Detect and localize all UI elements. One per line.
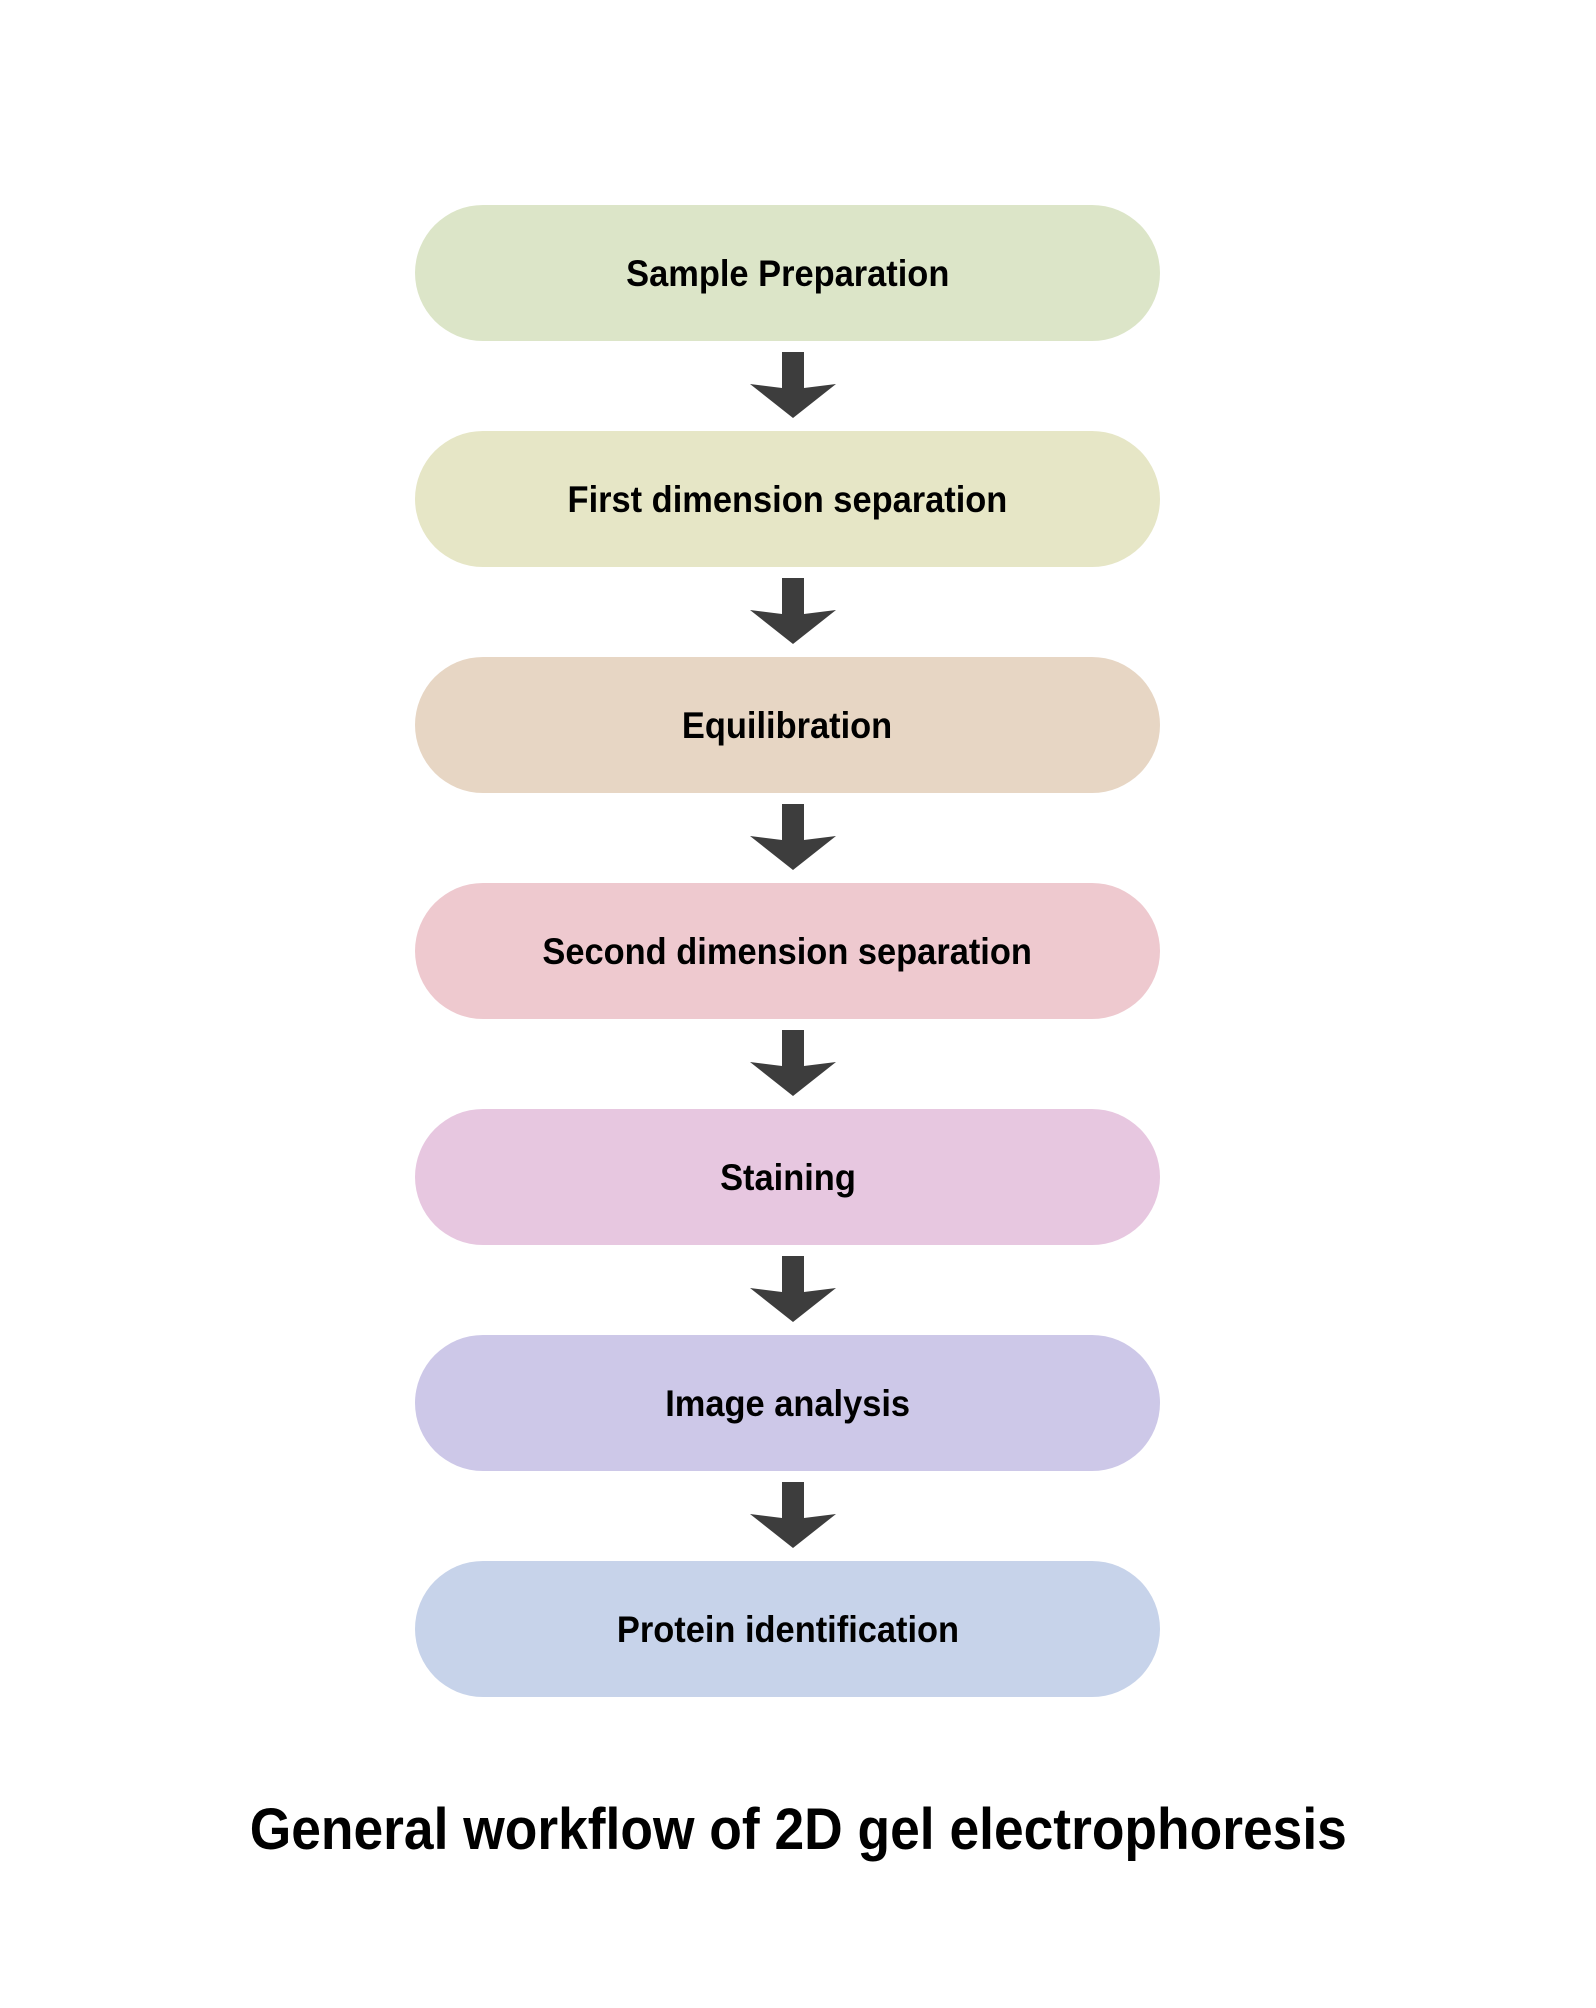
flow-step-5[interactable]: Staining — [415, 1109, 1160, 1245]
step-label: Staining — [719, 1156, 856, 1198]
step-label: First dimension separation — [567, 478, 1008, 520]
step-box-staining[interactable]: Staining — [415, 1109, 1160, 1245]
arrow-6-icon — [748, 1482, 838, 1550]
step-label: Image analysis — [665, 1382, 910, 1424]
arrow-3-icon — [748, 804, 838, 872]
figure-caption-text: General workflow of 2D gel electrophores… — [249, 1797, 1347, 1862]
flow-step-7[interactable]: Protein identification — [415, 1561, 1160, 1697]
arrow-1-icon — [748, 352, 838, 420]
step-box-second-dimension-separation[interactable]: Second dimension separation — [415, 883, 1160, 1019]
figure-caption: General workflow of 2D gel electrophores… — [0, 1798, 1596, 1862]
step-box-protein-identification[interactable]: Protein identification — [415, 1561, 1160, 1697]
arrow-2-icon — [748, 578, 838, 646]
flow-step-6[interactable]: Image analysis — [415, 1335, 1160, 1471]
flow-step-1[interactable]: Sample Preparation — [415, 205, 1160, 341]
workflow-diagram: Sample Preparation First dimension separ… — [415, 205, 1160, 1697]
step-label: Equilibration — [682, 704, 893, 746]
arrow-5-icon — [748, 1256, 838, 1324]
step-box-sample-preparation[interactable]: Sample Preparation — [415, 205, 1160, 341]
flow-step-3[interactable]: Equilibration — [415, 657, 1160, 793]
step-box-first-dimension-separation[interactable]: First dimension separation — [415, 431, 1160, 567]
step-box-equilibration[interactable]: Equilibration — [415, 657, 1160, 793]
step-label: Second dimension separation — [542, 930, 1033, 972]
step-box-image-analysis[interactable]: Image analysis — [415, 1335, 1160, 1471]
flow-step-2[interactable]: First dimension separation — [415, 431, 1160, 567]
arrow-4-icon — [748, 1030, 838, 1098]
flow-step-4[interactable]: Second dimension separation — [415, 883, 1160, 1019]
step-label: Sample Preparation — [625, 252, 950, 294]
step-label: Protein identification — [616, 1608, 959, 1650]
